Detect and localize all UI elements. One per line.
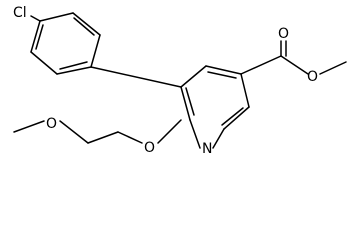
pyridine-ring [180, 65, 250, 149]
structure-canvas: Cl N O O O O [13, 5, 347, 157]
methyl-ester-group [240, 40, 347, 75]
methoxyethoxy-chain [13, 119, 182, 144]
c-cl-bond [30, 15, 41, 22]
ester-oxygen-label: O [307, 69, 318, 85]
methoxy-oxygen-label: O [46, 116, 57, 132]
chlorine-atom-label: Cl [13, 5, 27, 21]
chlorophenyl-ring [30, 12, 101, 75]
chemical-structure: Cl N O O O O [13, 5, 347, 157]
biaryl-bond [90, 66, 182, 88]
carbonyl-oxygen-label: O [278, 26, 289, 42]
nitrogen-atom-label: N [202, 141, 212, 157]
ether-oxygen-label: O [144, 140, 155, 156]
